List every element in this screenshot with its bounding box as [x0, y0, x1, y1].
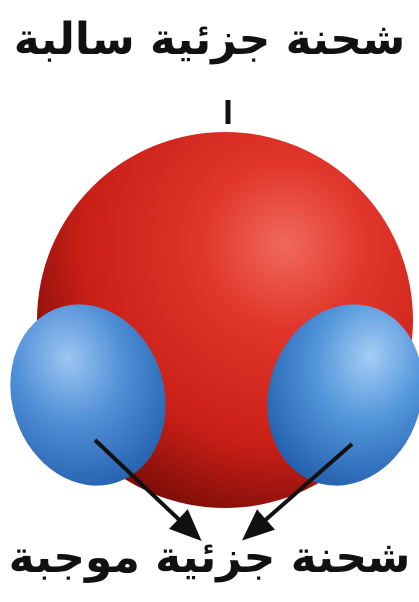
- negative-charge-label: شحنة جزئية سالبة: [0, 18, 419, 62]
- positive-charge-label: شحنة جزئية موجبة: [0, 536, 419, 580]
